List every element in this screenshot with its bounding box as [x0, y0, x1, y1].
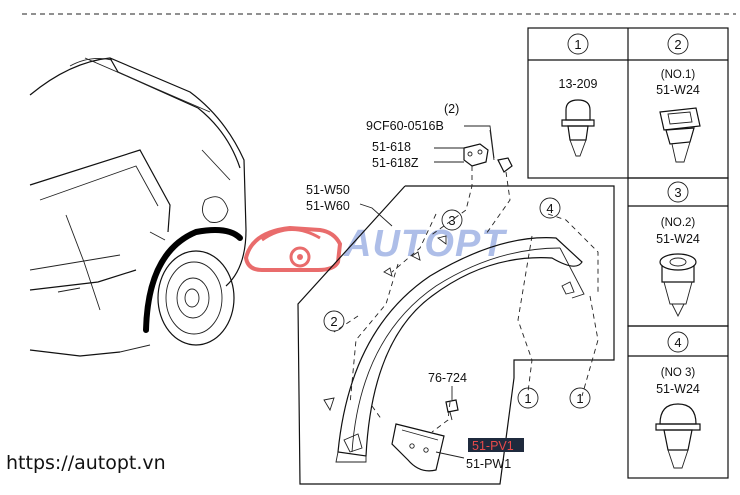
screw-part-number: 76-724: [428, 371, 467, 385]
construction-lines: [333, 166, 599, 433]
legend-item-4-note: (NO 3): [661, 367, 696, 379]
round-clip-icon: [659, 253, 697, 318]
legend-item-1-number: 1: [574, 37, 581, 52]
legend-item-4-part: 51-W24: [656, 382, 700, 396]
bracket-part: [463, 143, 489, 167]
legend-item-3-part: 51-W24: [656, 232, 700, 246]
fender-flare: [323, 235, 585, 463]
bolt-quantity-label: (2): [444, 102, 459, 116]
legend-item-3-number: 3: [674, 185, 681, 200]
car-silhouette: [29, 57, 247, 357]
legend-item-4-number: 4: [674, 335, 681, 350]
screw-part: [445, 399, 459, 421]
mud-flap: [391, 423, 445, 472]
legend-item-3: 3 (NO.2) 51-W24: [656, 181, 700, 318]
flap-part-number: 51-PV1: [472, 439, 514, 453]
callout-2: 2: [323, 310, 345, 332]
legend-item-4: 4 (NO 3) 51-W24: [655, 331, 701, 469]
flare-part-number: 51-W50: [306, 183, 350, 197]
svg-text:4: 4: [546, 201, 553, 216]
bracket-alt-part-number: 51-618Z: [372, 156, 419, 170]
callout-3: 3: [441, 209, 463, 231]
bolt-part-number: 9CF60-0516B: [366, 119, 444, 133]
watermark-logo: AUTOPT: [243, 223, 507, 272]
svg-text:3: 3: [448, 213, 455, 228]
flare-alt-part-number: 51-W60: [306, 199, 350, 213]
push-clip-icon: [561, 99, 595, 157]
bracket-part-number: 51-618: [372, 140, 411, 154]
legend-item-2: 2 (NO.1) 51-W24: [656, 33, 701, 163]
callout-1a: 1: [517, 387, 539, 409]
legend-item-1: 1 13-209: [559, 33, 598, 157]
legend-item-2-note: (NO.1): [661, 69, 696, 81]
exploded-view-outline: [297, 185, 615, 485]
svg-text:1: 1: [576, 391, 583, 406]
callout-4: 4: [539, 197, 561, 219]
flap-alt-part-number: 51-PW1: [466, 457, 511, 471]
legend-item-2-number: 2: [674, 37, 681, 52]
leader-lines: [359, 125, 495, 459]
svg-text:2: 2: [330, 314, 337, 329]
flap-label-highlight: [468, 438, 524, 452]
dome-clip-icon: [655, 403, 701, 469]
callout-1b: 1: [569, 387, 591, 409]
legend-table: [527, 27, 729, 479]
legend-item-2-part: 51-W24: [656, 83, 700, 97]
watermark-text: AUTOPT: [343, 223, 507, 265]
legend-item-3-note: (NO.2): [661, 217, 696, 229]
flat-clip-icon: [659, 107, 701, 163]
legend-item-1-part: 13-209: [559, 77, 598, 91]
svg-text:1: 1: [524, 391, 531, 406]
website-url: https://autopt.vn: [6, 452, 166, 474]
